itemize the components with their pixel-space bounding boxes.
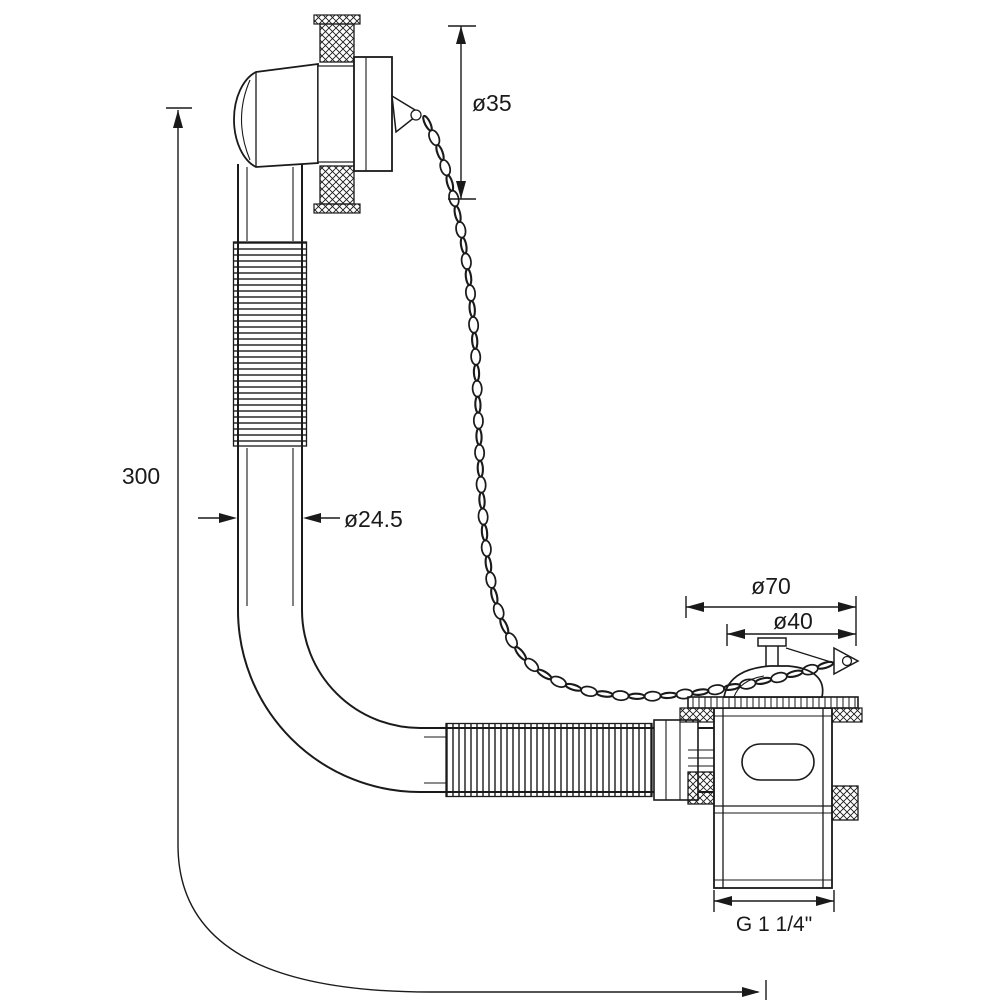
dimension-label-overflow-height: ø35 [472, 90, 512, 116]
backnut-right [831, 785, 859, 821]
dimension-flange-diameter: ø70 [685, 573, 857, 646]
dimension-label-hose-diameter: ø24.5 [344, 506, 403, 532]
plug-knob-top [757, 637, 787, 647]
dimension-hose-length: 300 [122, 107, 767, 1000]
overflow-fitting [233, 14, 422, 214]
dimension-plug-diameter: ø40 [726, 608, 856, 646]
waste-flange-rim [687, 696, 859, 709]
chain-hook [391, 94, 422, 134]
dimension-overflow-height: ø35 [448, 25, 512, 200]
dimension-label-plug-diameter: ø40 [773, 608, 813, 634]
waste-body [713, 707, 833, 889]
waste-outlet-body [679, 696, 863, 889]
overflow-slot [741, 743, 815, 781]
bath-floor-section-left [679, 707, 715, 723]
dimension-hose-diameter: ø24.5 [198, 506, 403, 532]
plug-chain [422, 114, 835, 702]
bath-floor-section-right [831, 707, 863, 723]
overflow-washer-bottom [313, 203, 361, 214]
corrugated-section-vertical [232, 241, 308, 447]
dimension-label-outlet-thread: G 1 1/4" [736, 913, 812, 936]
bath-wall-section-top [319, 23, 355, 63]
flexible-waste-hose [232, 164, 714, 801]
overflow-flange [353, 56, 393, 172]
overflow-washer-top [313, 14, 361, 25]
backnut-left [687, 771, 715, 805]
bath-wall-section-bottom [319, 165, 355, 205]
dimension-label-hose-length: 300 [122, 463, 160, 489]
dimension-outlet-thread: G 1 1/4" [713, 890, 835, 936]
overflow-elbow-body [233, 62, 319, 168]
dimension-label-flange-diameter: ø70 [751, 573, 791, 599]
corrugated-section-horizontal [445, 722, 653, 798]
